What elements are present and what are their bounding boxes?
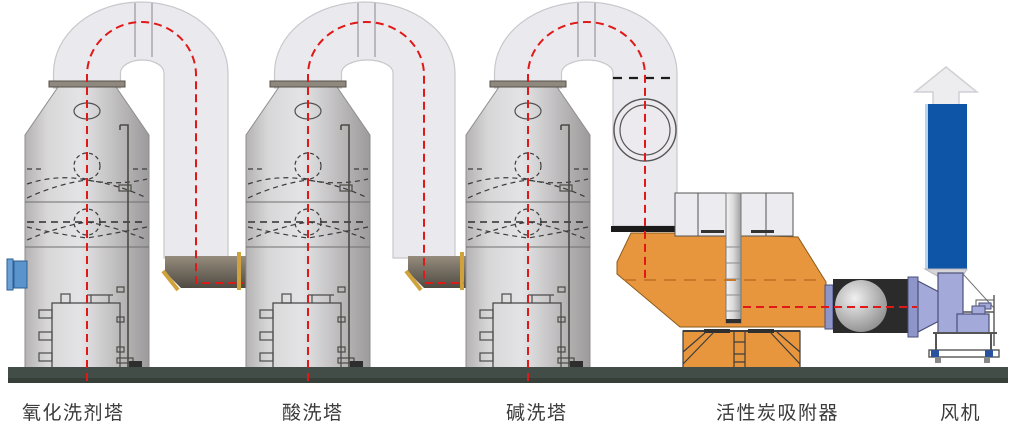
gas-inlet-duct [6,258,28,291]
activated-carbon-adsorber [616,192,834,369]
duct-tower2-to-tower3 [273,1,456,259]
duct-connection-band [611,226,679,232]
exhaust-stack [925,104,967,270]
adsorber-center-column [725,192,742,324]
label-carbon-adsorber: 活性炭吸附器 [716,402,840,424]
gas-flow-path [86,21,917,381]
adsorber-support-base [682,329,801,369]
duct-outlet-into-tower3 [404,252,470,292]
label-alkali-tower: 碱洗塔 [506,402,568,424]
duct-tower1-to-tower2 [52,1,229,259]
duct-outlet-into-tower2 [161,252,246,292]
label-fan: 风机 [940,402,982,424]
adsorber-top-cabinet-left [674,192,727,237]
label-oxidation-tower: 氧化洗剂塔 [22,402,125,424]
fan-base-skid [928,349,1000,363]
fan-motor [956,313,990,334]
exhaust-arrow-icon [912,66,980,107]
fan-unit [912,66,1000,363]
label-acid-tower: 酸洗塔 [282,402,344,424]
fan-inlet-cone [917,280,940,333]
ground-strip [8,367,1008,383]
